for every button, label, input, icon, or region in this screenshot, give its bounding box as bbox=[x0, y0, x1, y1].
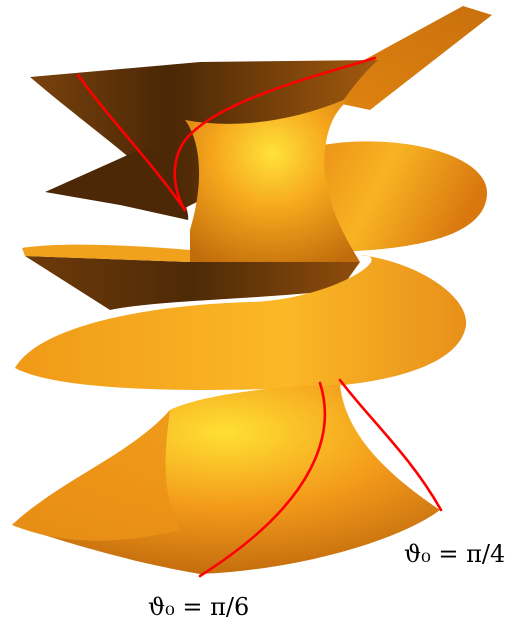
middle-orange-lip bbox=[22, 244, 190, 262]
lower-core-shadow-left bbox=[12, 410, 180, 541]
upper-core bbox=[185, 95, 360, 262]
middle-left-dark-sheet bbox=[45, 145, 189, 220]
middle-orange-sheet bbox=[15, 255, 467, 390]
red-curve-upper-left bbox=[76, 73, 187, 212]
label-theta-pi-over-6: ϑ₀ = π/6 bbox=[148, 593, 250, 621]
upper-right-sheet bbox=[300, 141, 488, 252]
red-curve-lower-pi6 bbox=[198, 381, 327, 578]
curve-group bbox=[76, 56, 443, 578]
middle-dark-sheet bbox=[25, 256, 360, 310]
red-curve-upper-right bbox=[173, 56, 377, 212]
label-theta-pi-over-4: ϑ₀ = π/4 bbox=[404, 540, 506, 568]
red-curve-lower-pi4 bbox=[338, 378, 443, 512]
